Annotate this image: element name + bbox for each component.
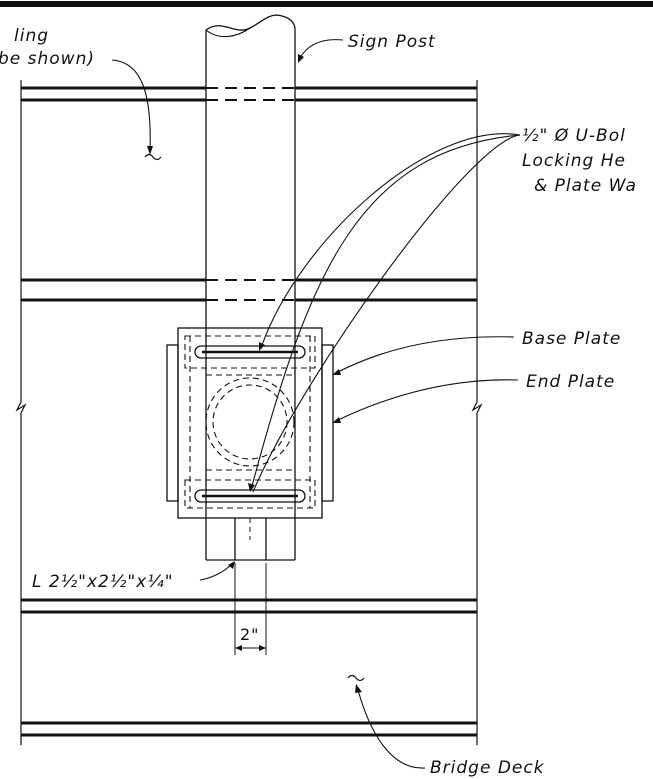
section-mark-1 [144,153,162,161]
rail-3 [21,598,477,614]
leaders [111,39,521,769]
hidden-rail-lines [206,87,295,301]
ubolt-leader-3 [252,134,521,493]
rail-2 [21,278,477,302]
end-plate-leader [335,379,519,422]
sign-post-leader [299,39,344,59]
ubolt-leader-1 [261,133,521,346]
u-bolts [194,345,306,503]
rail-lines [21,86,477,737]
end-plate-label: End Plate [526,372,615,392]
angle-leader [199,563,233,581]
hidden-angle-lines [184,335,316,509]
rail-1 [21,86,477,102]
angle-label: L 2½"x2½"x¼" [32,572,174,592]
ubolt-label-line3: & Plate Wa [534,176,637,196]
railing-leader [111,59,151,151]
base-plate-label: Base Plate [522,329,621,349]
ubolt-label-line2: Locking He [522,151,626,171]
ubolt-label-line1: ½" Ø U-Bol [522,126,626,146]
section-mark-2 [347,674,365,682]
base-plate-leader [335,336,515,374]
railing-label-line2: be shown) [0,49,95,69]
bridge-deck-leader [357,689,426,769]
deck-outline [15,80,483,745]
rail-4 [21,721,477,737]
railing-label-line1: ling [14,26,49,46]
sign-post-label: Sign Post [348,32,436,52]
angle-stub [234,518,267,560]
dimension-2in [234,563,267,655]
bridge-deck-label: Bridge Deck [430,758,545,778]
sign-post [205,14,296,561]
ubolt-leader-2 [251,134,521,487]
dimension-label: 2" [240,625,260,644]
